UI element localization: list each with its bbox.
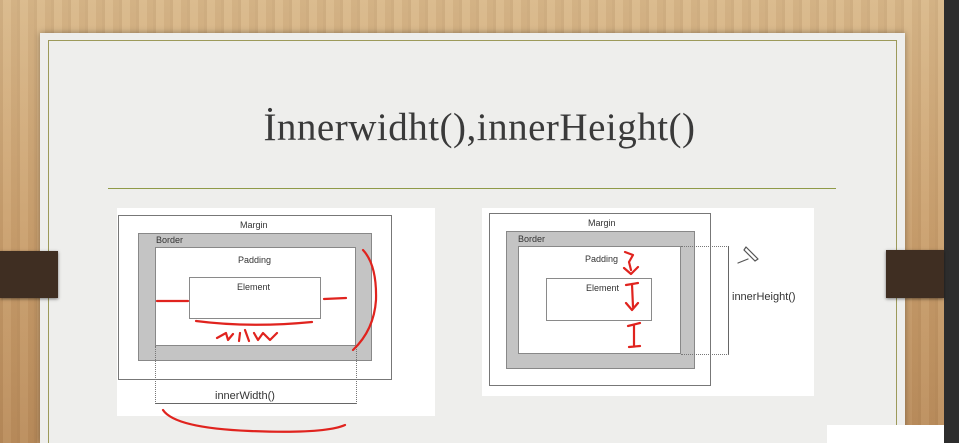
binder-clip-right (886, 250, 944, 298)
element-label: Element (237, 282, 271, 292)
blank-card (827, 425, 944, 443)
padding-label: Padding (585, 254, 619, 264)
border-label: Border (518, 234, 546, 244)
margin-label: Margin (588, 218, 616, 228)
margin-label: Margin (240, 220, 268, 230)
window-edge (944, 0, 959, 443)
measure-guide-left (155, 346, 156, 404)
binder-clip-left (0, 251, 58, 298)
element-label: Element (586, 283, 620, 293)
measure-guide-bottom (681, 354, 729, 355)
slide-title: İnnerwidht(),innerHeight() (263, 106, 696, 149)
padding-label: Padding (238, 255, 272, 265)
measure-guide-top (681, 246, 729, 247)
inner-width-dimension-line (155, 403, 356, 404)
title-divider (108, 188, 836, 189)
measure-guide-right (356, 346, 357, 404)
inner-height-label: innerHeight() (732, 291, 796, 303)
border-label: Border (156, 235, 184, 245)
inner-height-dimension-line (728, 246, 729, 354)
element-box (189, 277, 321, 319)
inner-width-label: innerWidth() (215, 390, 275, 402)
